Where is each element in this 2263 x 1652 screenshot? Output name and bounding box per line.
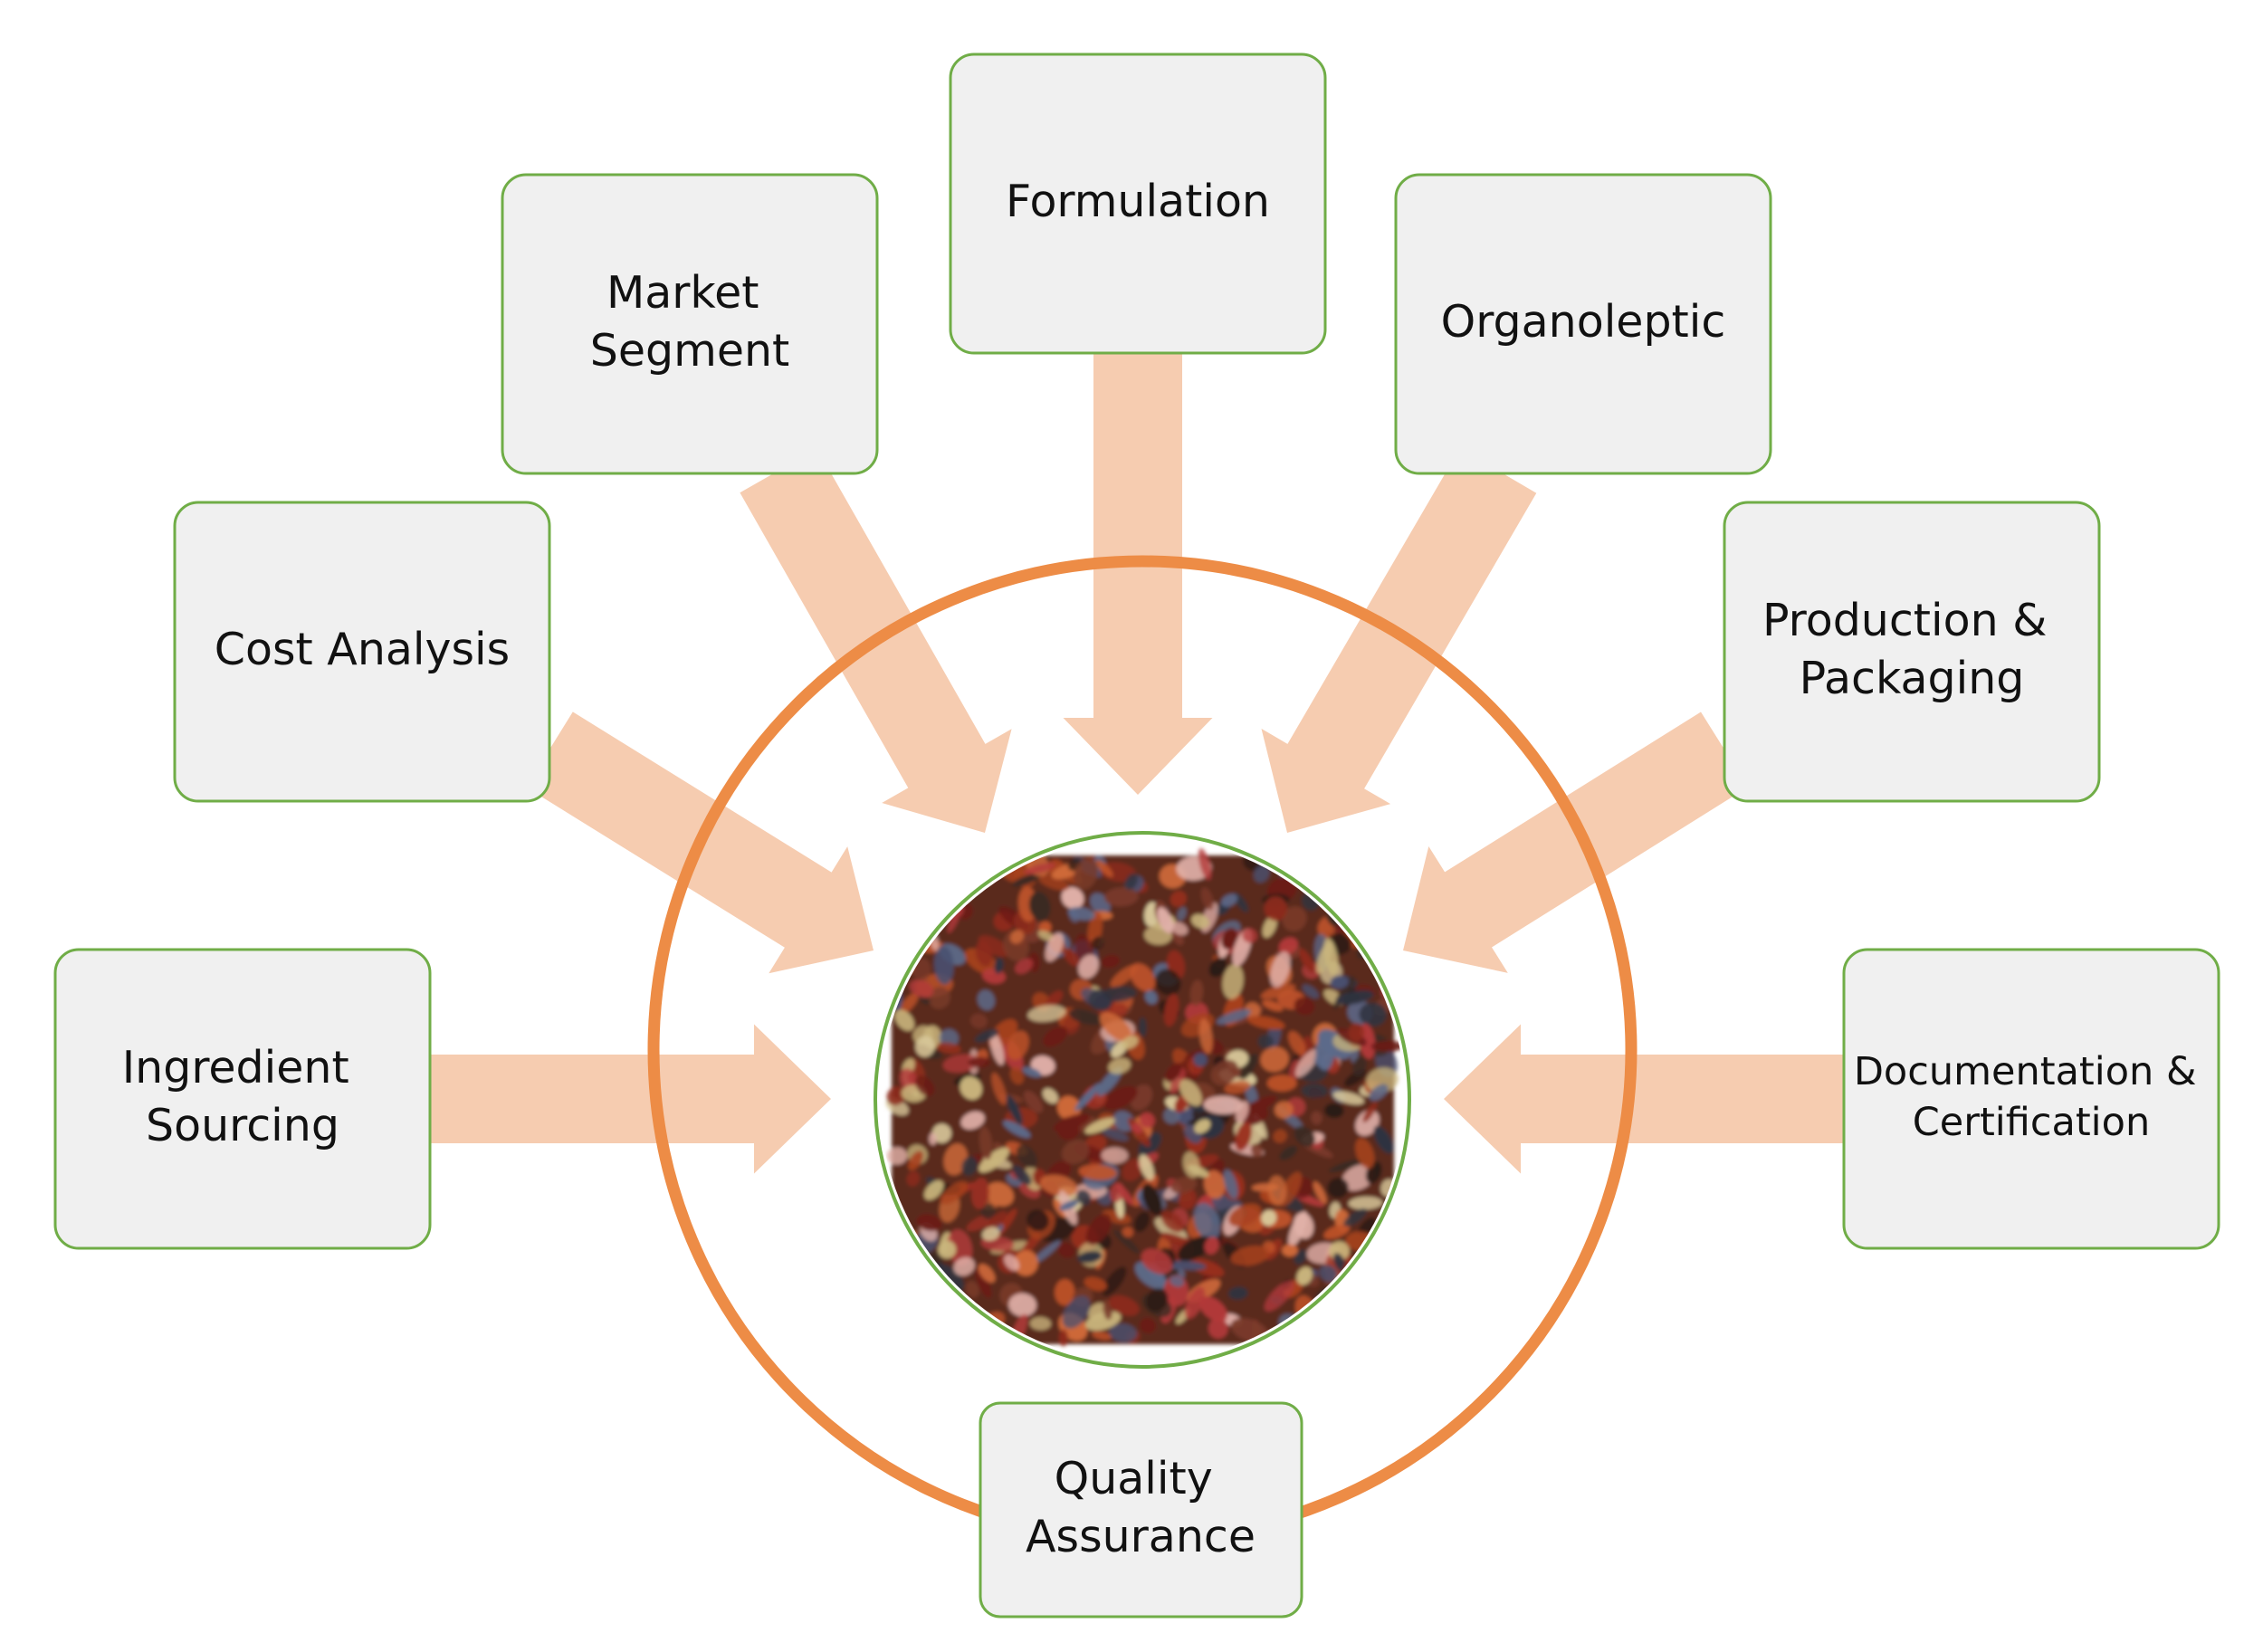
arrow-production-packaging <box>1403 711 1748 973</box>
box-production-packaging: Production & Packaging <box>1723 501 2101 803</box>
box-formulation: Formulation <box>949 53 1327 355</box>
arrow-ingredient-sourcing <box>430 1024 831 1174</box>
box-market-segment-label: Market Segment <box>590 267 790 377</box>
box-market-segment: Market Segment <box>501 173 879 475</box>
box-cost-analysis: Cost Analysis <box>173 501 551 803</box>
center-circle-border <box>874 831 1411 1369</box>
box-documentation-certification: Documentation & Certification <box>1842 948 2220 1250</box>
center-tea-image <box>874 831 1411 1369</box>
box-production-packaging-label: Production & Packaging <box>1762 595 2061 704</box>
box-documentation-certification-label: Documentation & Certification <box>1854 1049 2209 1145</box>
box-ingredient-sourcing: Ingredient Sourcing <box>53 948 432 1250</box>
box-quality-assurance: Quality Assurance <box>979 1401 1303 1619</box>
box-organoleptic-label: Organoleptic <box>1441 296 1726 348</box>
box-quality-assurance-label: Quality Assurance <box>1026 1453 1256 1562</box>
arrow-formulation <box>1063 353 1213 795</box>
box-organoleptic: Organoleptic <box>1394 173 1772 475</box>
arrow-documentation-certification <box>1444 1024 1844 1174</box>
box-cost-analysis-label: Cost Analysis <box>215 624 510 675</box>
box-ingredient-sourcing-label: Ingredient Sourcing <box>122 1042 364 1151</box>
arrows <box>430 353 1844 1174</box>
box-formulation-label: Formulation <box>1006 176 1270 227</box>
